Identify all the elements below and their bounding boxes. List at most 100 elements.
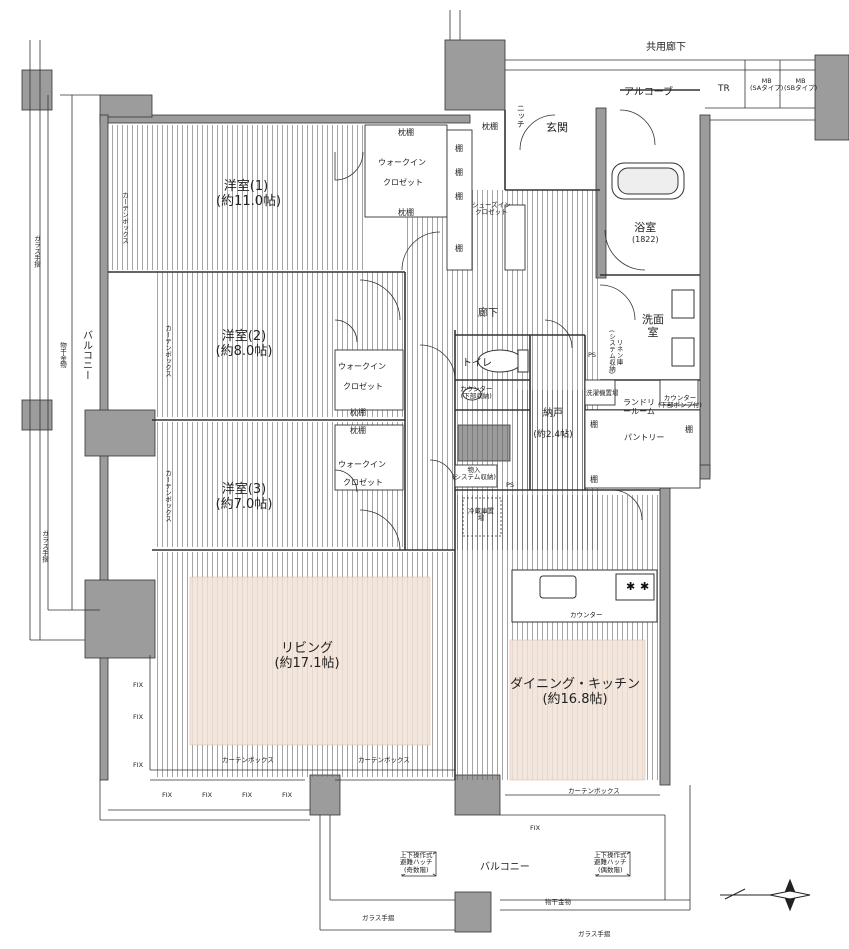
curtain-box-label-6: カーテンボックス bbox=[568, 787, 620, 795]
fix-label-7: FIX bbox=[282, 791, 293, 799]
clothes-rack-label-1: 物干金物 bbox=[58, 342, 67, 368]
curtain-box-label-3: カーテンボックス bbox=[163, 470, 172, 522]
clothes-rack-label-2: 物干金物 bbox=[545, 898, 571, 906]
hatch-odd-line1: 上下操作式 bbox=[400, 851, 433, 859]
stove-icon: ✱ ✱ bbox=[615, 573, 655, 601]
door-swings bbox=[334, 109, 656, 551]
storage-system-label: 物入 bbox=[467, 466, 481, 474]
ps-label-2: PS bbox=[506, 481, 515, 489]
shelf-label-5: 棚 bbox=[590, 420, 598, 429]
fix-label-3: FIX bbox=[133, 761, 144, 769]
room-size-living: (約17.1帖) bbox=[274, 655, 340, 671]
fridge-label: 冷蔵庫置場 bbox=[468, 507, 494, 523]
hatch-even-line3: (偶数階) bbox=[597, 865, 623, 874]
curtain-box-label-4: カーテンボックス bbox=[222, 756, 274, 764]
glass-rail-label-1: ガラス手摺 bbox=[32, 235, 41, 268]
curtain-box-label-2: カーテンボックス bbox=[163, 325, 172, 377]
walkin-closet-label-2: ウォークイン bbox=[338, 362, 386, 371]
hatch-odd-line2: 避難ハッチ bbox=[400, 858, 433, 867]
counter-label: カウンター bbox=[570, 611, 603, 619]
room-name-bath: 浴室 bbox=[634, 221, 657, 234]
glass-rail-label-2: ガラス手摺 bbox=[40, 530, 49, 563]
room-name-hallway: 廊下 bbox=[478, 308, 498, 319]
counter-below-sub: (下部収納) bbox=[460, 392, 492, 401]
room-name-pantry: パントリー bbox=[624, 433, 665, 442]
room-name-western2: 洋室(2) bbox=[221, 329, 267, 344]
fix-label-8: FIX bbox=[530, 824, 541, 832]
compass-icon bbox=[720, 878, 811, 912]
tr-label: TR bbox=[718, 84, 730, 94]
hatch-even-line2: 避難ハッチ bbox=[594, 858, 627, 867]
balcony-lines bbox=[29, 10, 815, 931]
room-name-storage: 納戸 bbox=[543, 408, 563, 419]
room-name-living: リビング bbox=[280, 641, 333, 656]
room-size-western2: (約8.0帖) bbox=[215, 343, 273, 359]
balcony-label-south: バルコニー bbox=[480, 862, 530, 873]
washer-label: 洗濯機置場 bbox=[586, 389, 619, 397]
shoes-closet-line1: シューズイン bbox=[472, 201, 511, 209]
hatch-odd-line3: (奇数階) bbox=[403, 865, 429, 874]
linen-sub: (システム収納) bbox=[607, 330, 616, 375]
room-name-entrance: 玄関 bbox=[546, 121, 568, 134]
living-highlight bbox=[189, 576, 431, 746]
room-name-toilet: トイレ bbox=[462, 358, 492, 369]
shelf-label-7: 棚 bbox=[685, 425, 693, 434]
mb-label-b: MB bbox=[795, 77, 806, 85]
shelf-label-6: 棚 bbox=[590, 475, 598, 484]
pillow-shelf-label-2: 枕棚 bbox=[398, 208, 414, 217]
room-name-washroom: 洗面室 bbox=[642, 313, 664, 339]
pillow-shelf-label-5: 枕棚 bbox=[482, 122, 498, 131]
mb-sb-label: (SBタイプ) bbox=[784, 84, 818, 93]
svg-text:✱: ✱ bbox=[640, 580, 649, 593]
shoes-closet-line2: クロゼット bbox=[475, 208, 508, 217]
closets bbox=[334, 124, 701, 491]
room-name-dining: ダイニング・キッチン bbox=[509, 677, 640, 692]
curtain-box-label-1: カーテンボックス bbox=[120, 192, 129, 244]
glass-rail-label-3: ガラス手摺 bbox=[362, 914, 395, 922]
fix-label-4: FIX bbox=[162, 791, 173, 799]
room-name-western1: 洋室(1) bbox=[223, 179, 269, 194]
shelf-label-4: 棚 bbox=[455, 244, 463, 253]
fridge-space bbox=[462, 497, 502, 537]
mb-sa-label: (SAタイプ) bbox=[750, 84, 784, 93]
counter-below-label: カウンター bbox=[460, 385, 493, 393]
room-size-storage: (約2.4帖) bbox=[533, 429, 573, 440]
sink-icons bbox=[462, 289, 695, 401]
counter-pump-sub: (下部ポンプ付) bbox=[658, 401, 702, 410]
room-size-bath: (1822) bbox=[632, 234, 659, 244]
closet-label-3: クロゼット bbox=[343, 478, 383, 487]
toilet-icon bbox=[477, 349, 529, 373]
room-name-western3: 洋室(3) bbox=[221, 482, 267, 497]
curtain-box-label-5: カーテンボックス bbox=[358, 756, 410, 764]
shelf-label-2: 棚 bbox=[455, 168, 463, 177]
hatch-even-line1: 上下操作式 bbox=[594, 851, 627, 859]
glass-rail-label-4: ガラス手摺 bbox=[578, 930, 611, 938]
shelf-label-1: 棚 bbox=[455, 144, 463, 153]
closet-label-1: クロゼット bbox=[383, 178, 423, 187]
fix-label-5: FIX bbox=[202, 791, 213, 799]
shelf-label-3: 棚 bbox=[455, 192, 463, 201]
fix-label-2: FIX bbox=[133, 713, 144, 721]
fix-label-6: FIX bbox=[242, 791, 253, 799]
room-name-common-corridor: 共用廊下 bbox=[646, 42, 686, 53]
dining-highlight bbox=[509, 639, 646, 781]
linen-label: リネン庫 bbox=[614, 339, 623, 366]
fix-label-1: FIX bbox=[133, 681, 144, 689]
bathtub-icon bbox=[611, 162, 685, 200]
svg-text:✱: ✱ bbox=[626, 580, 635, 593]
walkin-closet-label-1: ウォークイン bbox=[378, 158, 426, 167]
pillow-shelf-label-1: 枕棚 bbox=[398, 128, 414, 137]
closet-label-2: クロゼット bbox=[343, 382, 383, 391]
room-size-western1: (約11.0帖) bbox=[216, 193, 282, 209]
shoes-closet-label: シューズイン クロゼット bbox=[472, 201, 511, 217]
niche-label: ニッチ bbox=[516, 104, 526, 128]
pillow-shelf-label-4: 枕棚 bbox=[350, 426, 366, 435]
storage-system-sub: (システム収納) bbox=[452, 473, 496, 482]
room-name-laundry: ランドリールーム bbox=[623, 398, 655, 417]
ps-label-1: PS bbox=[588, 351, 597, 359]
balcony-label-west: バルコニー bbox=[80, 330, 92, 380]
room-name-alcove: アルコーブ bbox=[624, 87, 674, 98]
walkin-closet-label-3: ウォークイン bbox=[338, 460, 386, 469]
room-size-western3: (約7.0帖) bbox=[215, 496, 273, 512]
